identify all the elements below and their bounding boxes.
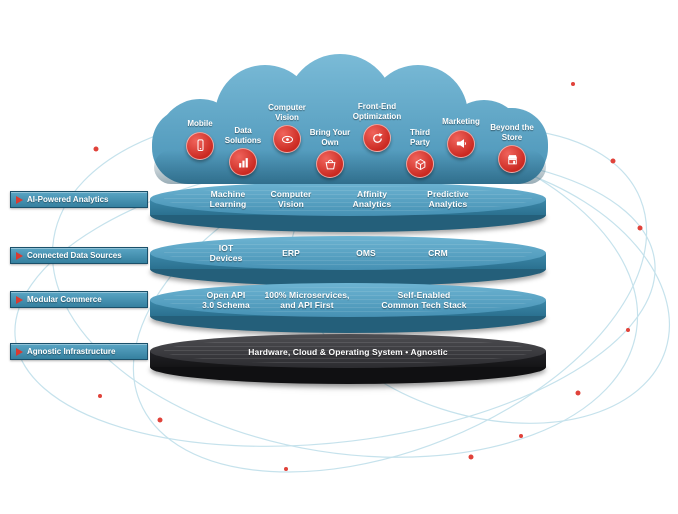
platter-surface bbox=[150, 334, 546, 368]
megaphone-icon bbox=[447, 129, 475, 158]
red-triangle-icon bbox=[16, 347, 23, 356]
banner-connected-data-sources: Connected Data Sources bbox=[10, 247, 148, 264]
banner-label: Modular Commerce bbox=[27, 295, 102, 304]
storefront-icon bbox=[498, 145, 526, 173]
platter-ai-powered-analytics: Machine Learning Computer Vision Affinit… bbox=[150, 182, 546, 232]
layer-item: Predictive Analytics bbox=[427, 189, 469, 209]
layer-item: 100% Microservices, and API First bbox=[264, 290, 350, 310]
layer-item: ERP bbox=[282, 248, 300, 258]
banner-modular-commerce: Modular Commerce bbox=[10, 291, 148, 308]
icon-label: Beyond the Store bbox=[490, 123, 534, 142]
refresh-arrow-icon bbox=[363, 124, 391, 152]
icon-label: Front-End Optimization bbox=[352, 102, 402, 121]
platter-agnostic-infrastructure: Hardware, Cloud & Operating System • Agn… bbox=[150, 334, 546, 384]
red-triangle-icon bbox=[16, 195, 23, 204]
layer-item: IOT Devices bbox=[209, 243, 243, 263]
layer-item: Affinity Analytics bbox=[352, 189, 392, 209]
icon-label: Computer Vision bbox=[268, 103, 306, 122]
layer-item: OMS bbox=[356, 248, 376, 258]
banner-label: Connected Data Sources bbox=[27, 251, 122, 260]
banner-ai-powered-analytics: AI-Powered Analytics bbox=[10, 191, 148, 208]
layer-item: Machine Learning bbox=[209, 189, 247, 209]
platter-surface bbox=[150, 236, 546, 270]
banner-label: AI-Powered Analytics bbox=[27, 195, 109, 204]
layer-item: CRM bbox=[428, 248, 448, 258]
platter-modular-commerce: Open API 3.0 Schema 100% Microservices, … bbox=[150, 283, 546, 333]
bar-chart-icon bbox=[229, 148, 257, 176]
platter-connected-data-sources: IOT Devices ERP OMS CRM bbox=[150, 236, 546, 286]
platter-surface bbox=[150, 182, 546, 216]
banner-label: Agnostic Infrastructure bbox=[27, 347, 116, 356]
layer-item: Open API 3.0 Schema bbox=[202, 290, 250, 310]
red-triangle-icon bbox=[16, 295, 23, 304]
basket-icon bbox=[316, 150, 344, 178]
eye-icon bbox=[273, 125, 301, 153]
layer-item: Hardware, Cloud & Operating System • Agn… bbox=[248, 347, 448, 357]
cloud-icon-beyond-the-store: Beyond the Store bbox=[480, 123, 544, 173]
layer-item: Computer Vision bbox=[270, 189, 312, 209]
banner-agnostic-infrastructure: Agnostic Infrastructure bbox=[10, 343, 148, 360]
platter-surface bbox=[150, 283, 546, 317]
red-triangle-icon bbox=[16, 251, 23, 260]
layer-item: Self-Enabled Common Tech Stack bbox=[381, 290, 467, 310]
mobile-icon bbox=[186, 131, 214, 160]
